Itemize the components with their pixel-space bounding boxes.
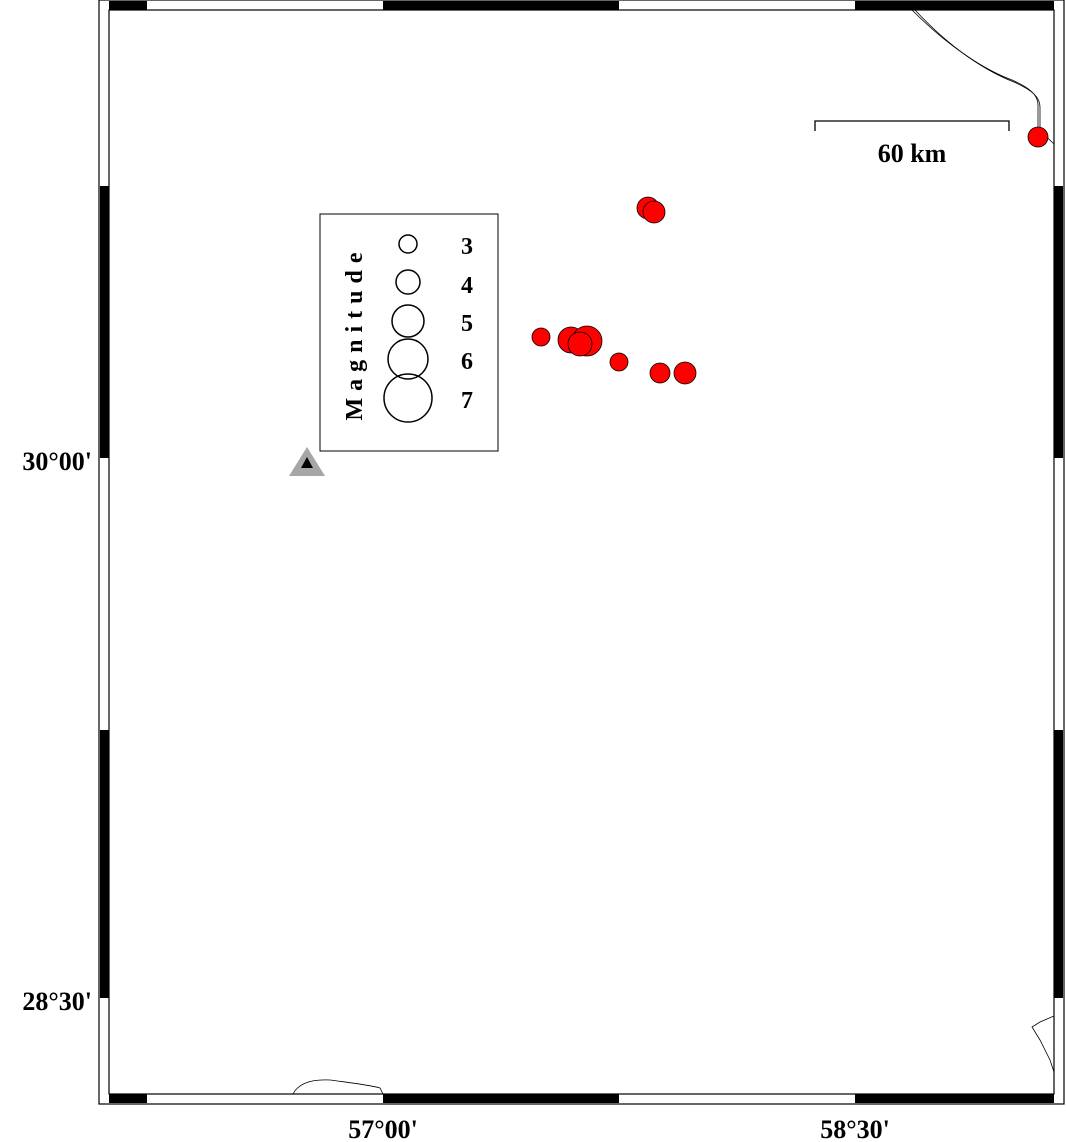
- frame-segment-top-2: [383, 1, 619, 10]
- frame-segment-bottom-2: [383, 1094, 619, 1103]
- map-frame: [98, 0, 1065, 1105]
- legend-label-5: 5: [461, 311, 473, 337]
- frame-segment-top-1: [109, 1, 147, 10]
- coastline-northeast-inner: [914, 9, 1041, 128]
- legend-circle-6: [387, 338, 429, 380]
- legend-label-6: 6: [461, 349, 473, 375]
- epicenter-1: [1027, 126, 1049, 148]
- epicenter-7: [567, 331, 593, 357]
- coastline-southwest: [292, 1079, 384, 1095]
- legend-label-4: 4: [461, 273, 473, 299]
- scale-bar: 60 km: [814, 120, 1010, 168]
- epicenters: [531, 126, 1049, 385]
- frame-segment-right-2: [1054, 730, 1063, 998]
- scale-bar-label: 60 km: [878, 139, 947, 168]
- frame-segment-bottom-1: [109, 1094, 147, 1103]
- frame-segment-right-1: [1054, 186, 1063, 458]
- frame-segment-left-2: [100, 730, 109, 998]
- magnitude-legend: Magnitude 3 4 5 6 7: [319, 213, 499, 452]
- epicenter-10: [673, 361, 697, 385]
- epicenter-3: [642, 200, 666, 224]
- frame-segment-left-1: [100, 186, 109, 458]
- epicenter-8: [609, 352, 629, 372]
- legend-circle-5: [391, 304, 425, 338]
- epicenter-9: [649, 362, 671, 384]
- frame-segment-bottom-3: [855, 1094, 1054, 1103]
- station-inner-triangle: [301, 457, 313, 468]
- scale-bar-line: [814, 120, 1010, 131]
- lat-label-28-30: 28°30': [22, 987, 92, 1016]
- frame-outer-border: [98, 0, 1065, 1105]
- legend-label-3: 3: [461, 234, 473, 260]
- legend-circle-3: [398, 234, 418, 254]
- epicenter-4: [531, 327, 551, 347]
- legend-title: Magnitude: [342, 245, 368, 420]
- axis-labels: 30°00' 28°30' 57°00' 58°30': [22, 447, 889, 1142]
- lon-label-58-30: 58°30': [820, 1115, 890, 1142]
- legend-label-7: 7: [461, 388, 473, 414]
- legend-circle-4: [395, 269, 421, 295]
- station-triangle-icon: [289, 447, 325, 476]
- legend-circle-7: [383, 373, 433, 423]
- coastline-southeast: [1031, 1015, 1055, 1073]
- frame-segment-top-3: [855, 1, 1054, 10]
- lat-label-30-00: 30°00': [22, 447, 92, 476]
- frame-inner-border: [108, 9, 1055, 1095]
- lon-label-57-00: 57°00': [348, 1115, 418, 1142]
